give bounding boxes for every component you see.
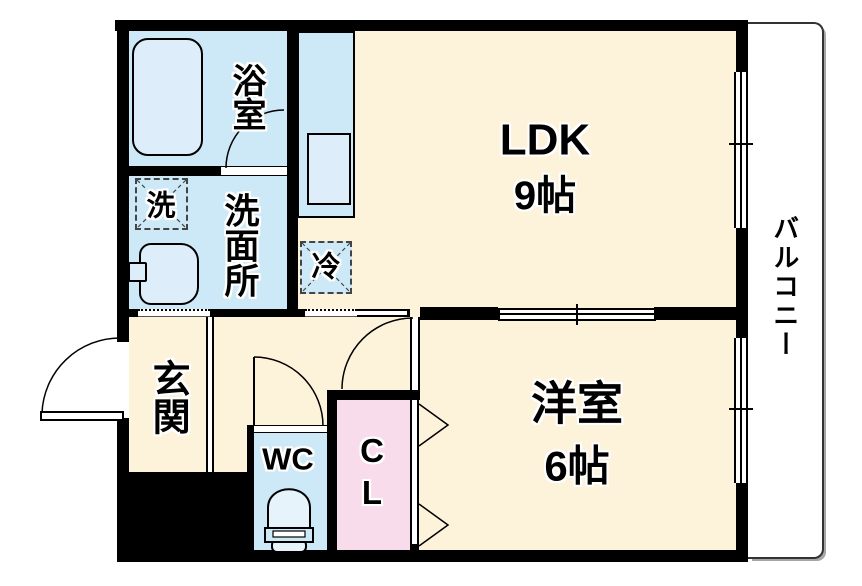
wall-segment <box>129 309 138 317</box>
wall-segment <box>210 309 305 317</box>
wall-segment <box>117 550 748 562</box>
wall-segment <box>736 228 748 338</box>
washroom-opening <box>138 309 210 317</box>
entrance-door-leaf <box>40 411 124 421</box>
wall-segment <box>247 425 254 550</box>
bathtub <box>132 38 203 156</box>
western-room-window-glass-line <box>740 338 742 483</box>
hall-ldk-opening <box>305 309 357 317</box>
wc-doorway <box>254 425 327 433</box>
ldk-label: LDK <box>499 115 591 165</box>
ldk-size-label: 9帖 <box>513 173 577 218</box>
wc-label: WC <box>262 441 314 477</box>
wall-segment <box>410 544 419 550</box>
wall-segment <box>117 418 129 472</box>
wall-segment <box>117 472 254 562</box>
closet-label: CL <box>353 432 391 516</box>
wall-segment <box>654 307 736 320</box>
balcony-area <box>748 22 824 559</box>
entrance-label: 玄関 <box>146 359 189 435</box>
western-room-size-label: 6帖 <box>544 442 610 490</box>
washroom-label: 洗面所 <box>219 192 259 298</box>
wall-segment <box>117 166 220 176</box>
western-room-label: 洋室 <box>531 377 623 430</box>
western-room-window-tick <box>729 408 753 410</box>
western-room-doorway <box>410 317 420 390</box>
wall-segment <box>405 309 410 317</box>
washbasin-tap <box>128 262 147 282</box>
bathroom-label: 浴室 <box>227 63 266 131</box>
refrigerator-label: 冷 <box>311 251 341 284</box>
entrance-step-partition <box>206 317 214 472</box>
wall-segment <box>117 31 129 342</box>
wall-segment <box>736 483 748 557</box>
ldk-window-glass-line <box>740 72 742 228</box>
wall-segment <box>115 20 748 31</box>
washing-machine-label: 洗 <box>146 190 176 223</box>
closet-door-track <box>410 400 419 544</box>
ldk-window-tick <box>729 143 753 145</box>
entrance-door-arc <box>41 337 121 414</box>
kitchen-sink <box>307 133 351 205</box>
hall-door-panel <box>357 309 407 317</box>
wall-segment <box>287 31 298 317</box>
sliding-door-tick <box>576 304 578 325</box>
closet-floor <box>337 400 410 550</box>
washbasin <box>139 243 199 305</box>
balcony-label: バルコニー <box>769 214 800 360</box>
wall-segment <box>327 400 337 550</box>
wall-segment <box>420 307 498 320</box>
wall-segment <box>327 390 420 400</box>
wall-segment <box>736 20 748 72</box>
bathroom-threshold <box>220 166 288 176</box>
